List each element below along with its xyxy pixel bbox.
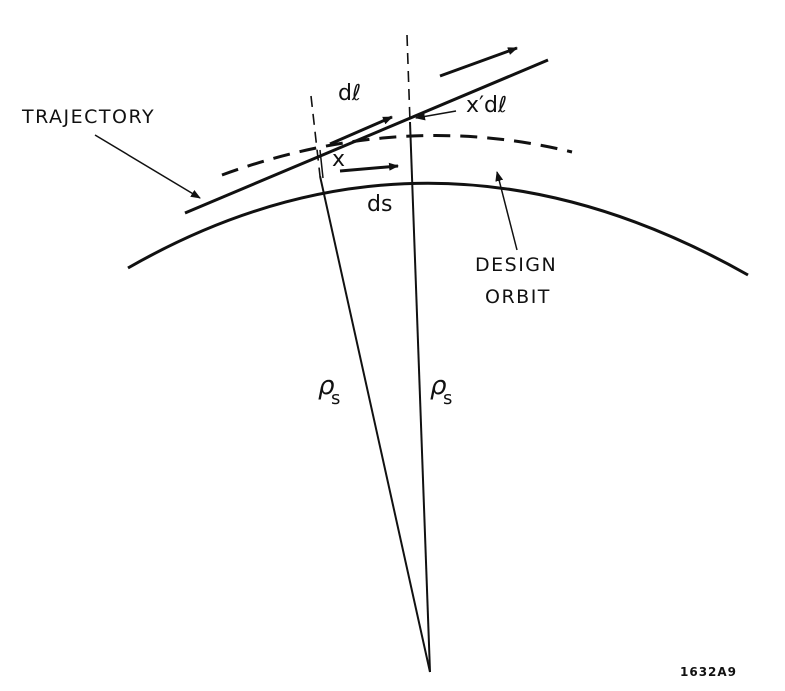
design-orbit-leader: [495, 171, 518, 251]
x-offset-tick: [319, 149, 324, 179]
ds-arrow: [339, 162, 399, 173]
direction-arrow: [439, 46, 518, 78]
x-label: x: [332, 147, 345, 172]
dashed-reference-curve: [221, 134, 573, 177]
figure-id: 1632A9: [680, 665, 737, 679]
xprime-dl-label: x′dℓ: [466, 93, 507, 118]
left-radius-line: [319, 175, 431, 673]
design-orbit-label-line2: ORBIT: [485, 286, 551, 308]
rho-left-symbol: ρ: [318, 371, 335, 401]
trajectory-line: [184, 58, 549, 215]
design-orbit-label-line1: DESIGN: [475, 254, 557, 276]
ds-label: ds: [367, 192, 392, 217]
right-radius-line: [409, 121, 431, 673]
dl-label: dℓ: [338, 81, 361, 106]
rho-right-symbol: ρ: [430, 371, 447, 401]
right-radial-dashed-extension: [406, 34, 411, 123]
design-orbit-curve: [127, 181, 749, 277]
rho-right-subscript: s: [443, 388, 452, 409]
trajectory-leader: [94, 134, 201, 199]
left-radial-dashed-extension: [310, 95, 321, 177]
trajectory-label: TRAJECTORY: [21, 106, 155, 128]
rho-left-subscript: s: [331, 388, 340, 409]
dl-arrow: [329, 115, 393, 146]
xprime-dl-arrow: [415, 110, 457, 121]
